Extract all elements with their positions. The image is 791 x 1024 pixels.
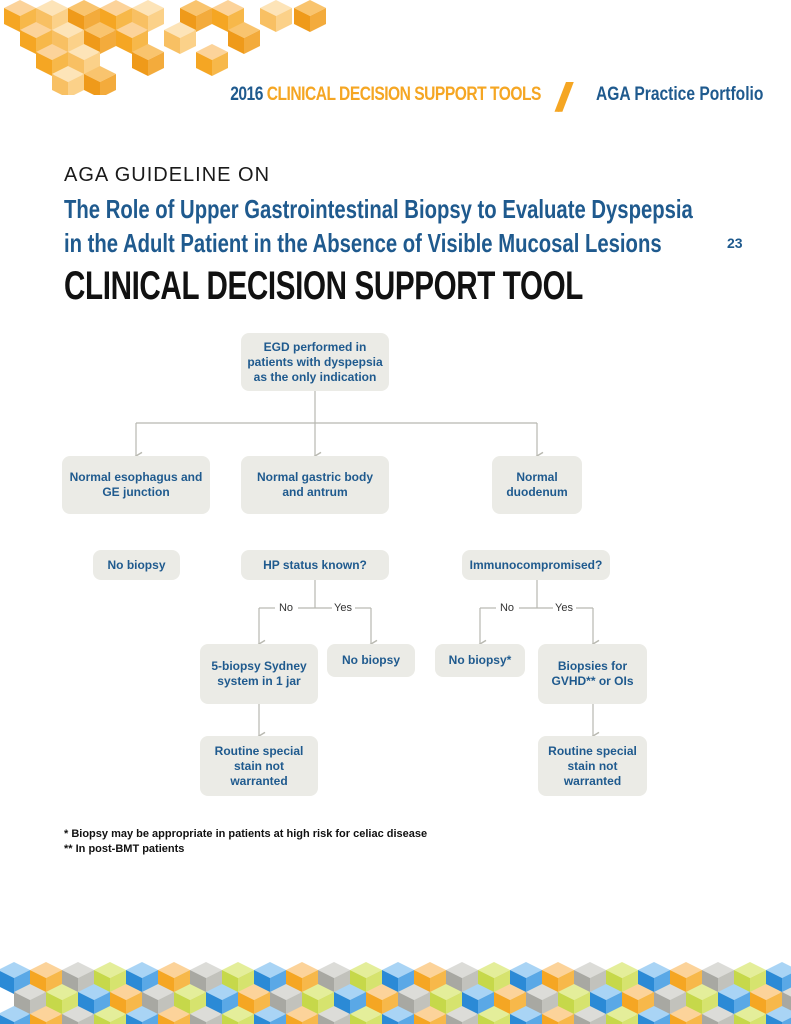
node-normal-duodenum: Normal duodenum	[492, 456, 582, 514]
decorative-cube-pattern-bottom	[0, 962, 791, 1024]
label-hp-yes: Yes	[334, 602, 352, 614]
decorative-cube-pattern-top	[4, 0, 326, 95]
node-hp-yes-no-biopsy: No biopsy	[327, 644, 415, 677]
node-normal-gastric: Normal gastric body and antrum	[241, 456, 389, 514]
node-stain-left-text: Routine special stain not warranted	[214, 743, 304, 788]
node-gvhd-biopsies: Biopsies for GVHD** or OIs	[538, 644, 647, 704]
label-hp-no: No	[278, 602, 294, 614]
header-bar: 2016 CLINICAL DECISION SUPPORT TOOLS // …	[0, 76, 791, 120]
tool-title: CLINICAL DECISION SUPPORT TOOL	[64, 264, 584, 308]
node-hp-status-text: HP status known?	[263, 557, 367, 572]
page-number: 23	[727, 235, 743, 251]
header-portfolio: AGA Practice Portfolio	[596, 84, 764, 105]
node-sydney-system: 5-biopsy Sydney system in 1 jar	[200, 644, 318, 704]
node-stain-left: Routine special stain not warranted	[200, 736, 318, 796]
footnote-bmt: ** In post-BMT patients	[64, 843, 185, 855]
header-section: CLINICAL DECISION SUPPORT TOOLS	[266, 84, 542, 105]
node-immuno-no-biopsy-text: No biopsy*	[448, 653, 512, 667]
node-egd-start-text: EGD performed in patients with dyspepsia…	[247, 339, 383, 384]
node-esophagus-no-biopsy-text: No biopsy	[107, 557, 166, 572]
node-esophagus-no-biopsy: No biopsy	[93, 550, 180, 580]
node-immuno-no-biopsy: No biopsy*	[435, 644, 525, 677]
node-immunocompromised: Immunocompromised?	[462, 550, 610, 580]
label-immuno-no: No	[499, 602, 515, 614]
node-normal-esophagus: Normal esophagus and GE junction	[62, 456, 210, 514]
node-gvhd-biopsies-text: Biopsies for GVHD** or OIs	[551, 659, 634, 688]
node-stain-right: Routine special stain not warranted	[538, 736, 647, 796]
node-immunocompromised-text: Immunocompromised?	[469, 557, 603, 572]
node-normal-esophagus-text: Normal esophagus and GE junction	[69, 470, 203, 499]
node-hp-status: HP status known?	[241, 550, 389, 580]
header-year: 2016	[230, 84, 263, 105]
node-stain-right-text: Routine special stain not warranted	[548, 743, 637, 788]
node-normal-gastric-text: Normal gastric body and antrum	[256, 470, 374, 499]
label-immuno-yes: Yes	[555, 602, 573, 614]
node-egd-start: EGD performed in patients with dyspepsia…	[241, 333, 389, 391]
node-sydney-system-text: 5-biopsy Sydney system in 1 jar	[211, 659, 307, 688]
guideline-title-line-1: The Role of Upper Gastrointestinal Biops…	[64, 194, 693, 224]
guideline-title-line-2: in the Adult Patient in the Absence of V…	[64, 228, 662, 258]
node-normal-duodenum-text: Normal duodenum	[506, 470, 568, 499]
header-tool-label: 2016 CLINICAL DECISION SUPPORT TOOLS	[230, 84, 541, 106]
footnote-celiac: * Biopsy may be appropriate in patients …	[64, 828, 428, 840]
node-hp-yes-no-biopsy-text: No biopsy	[341, 653, 400, 667]
guideline-kicker: AGA GUIDELINE ON	[64, 164, 271, 186]
